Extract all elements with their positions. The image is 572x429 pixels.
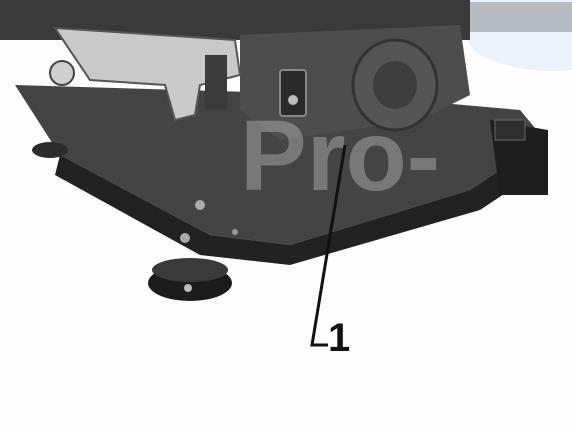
foot-left bbox=[32, 142, 68, 158]
watermark-text: Pro- bbox=[240, 100, 440, 212]
power-switch bbox=[279, 69, 307, 117]
left-bolt bbox=[49, 60, 75, 86]
base-plate-front bbox=[55, 140, 548, 265]
base-screw-1 bbox=[195, 200, 205, 210]
right-foot-clip bbox=[494, 119, 526, 141]
power-switch-indicator bbox=[288, 95, 298, 105]
watermark-logo-bar bbox=[462, 2, 572, 32]
motor-end-cap-inner bbox=[373, 61, 417, 109]
foot-front-top bbox=[152, 258, 228, 282]
watermark-logo-arc bbox=[455, 0, 572, 71]
foot-screw bbox=[184, 284, 192, 292]
base-screw-2 bbox=[180, 233, 190, 243]
base-screw-3 bbox=[232, 229, 238, 235]
callout-leader-line bbox=[310, 144, 347, 347]
tool-rest-bracket bbox=[53, 26, 242, 122]
callout-label: 1 bbox=[328, 316, 351, 360]
bracket-slot bbox=[205, 55, 227, 110]
